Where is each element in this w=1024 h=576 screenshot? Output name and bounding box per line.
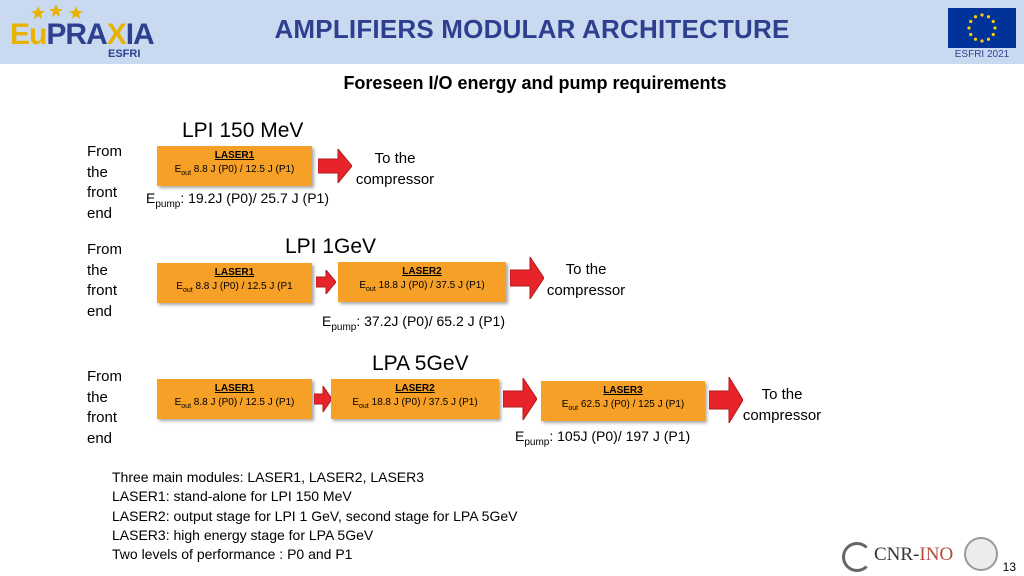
note-line: LASER2: output stage for LPI 1 GeV, seco…: [112, 507, 518, 524]
slide-subtitle: Foreseen I/O energy and pump requirement…: [343, 73, 727, 93]
laser2-box: LASER2 Eout 18.8 J (P0) / 37.5 J (P1): [331, 379, 499, 419]
from-line: the: [87, 163, 108, 181]
red-arrow-icon: [318, 149, 352, 183]
cnr-logo-icon: CNR-INO: [842, 536, 954, 576]
eu-flag-icon: [948, 8, 1016, 48]
eu-star: [980, 13, 984, 17]
eu-star: [969, 19, 973, 24]
header-bar: [0, 0, 1024, 64]
to-compressor-label: To the compressor: [355, 150, 435, 188]
eu-star: [980, 39, 984, 43]
laser1-box: LASER1 Eout 8.8 J (P0) / 12.5 J (P1): [157, 146, 312, 186]
esfri-label: ESFRI 2021: [954, 49, 1010, 60]
note-line: Three main modules: LASER1, LASER2, LASE…: [112, 469, 425, 485]
laser1-box: LASER1 Eout 8.8 J (P0) / 12.5 J (P1: [157, 263, 312, 303]
from-front-end-label: From the front end: [87, 368, 122, 447]
eu-star: [967, 26, 971, 30]
eu-star: [973, 15, 978, 19]
stars-logo-icon: [31, 4, 83, 19]
epump-label: Epump: 19.2J (P0)/ 25.7 J (P1): [146, 190, 329, 210]
eu-star: [973, 37, 978, 41]
red-arrow-icon: [709, 377, 743, 423]
section-title-lpi150: LPI 150 MeV: [182, 119, 304, 142]
to-compressor-label: To the compressor: [546, 261, 626, 299]
red-arrow-icon: [503, 378, 537, 420]
page-title: AMPLIFIERS MODULAR ARCHITECTURE: [274, 14, 790, 44]
laser1-box: LASER1 Eout 8.8 J (P0) / 12.5 J (P1): [157, 379, 312, 419]
section-title-lpa5gev: LPA 5GeV: [372, 352, 469, 375]
eu-star: [993, 26, 997, 30]
note-line: LASER1: stand-alone for LPI 150 MeV: [112, 488, 352, 505]
page-number: 13: [1002, 560, 1016, 574]
logo-subtitle: ESFRI: [108, 48, 141, 60]
eu-star: [986, 15, 991, 19]
note-line: Two levels of performance : P0 and P1: [112, 546, 353, 563]
laser-eout: Eout 8.8 J (P0) / 12.5 J (P1): [174, 164, 295, 177]
to-compressor-label: To the compressor: [742, 386, 822, 424]
laser-name: LASER1: [214, 150, 255, 161]
notes-list: Three main modules: LASER1, LASER2, LASE…: [112, 468, 517, 564]
from-front-end-label: From the front end: [87, 142, 147, 224]
eupraxia-logo: EuPRAXIA ESFRI: [10, 4, 160, 60]
laser3-box: LASER3 Eout 62.5 J (P0) / 125 J (P1): [541, 381, 705, 421]
note-line: LASER3: high energy stage for LPA 5GeV: [112, 526, 374, 543]
logo-wordmark: EuPRAXIA: [10, 18, 155, 51]
section-title-lpi1gev: LPI 1GeV: [285, 235, 377, 258]
red-arrow-icon: [510, 257, 544, 299]
eu-star: [969, 32, 973, 37]
red-arrow-icon: [314, 386, 332, 412]
university-seal-icon: [964, 537, 998, 571]
eu-star: [991, 19, 995, 24]
laser2-box: LASER2 Eout 18.8 J (P0) / 37.5 J (P1): [338, 262, 506, 302]
from-line: end: [87, 204, 113, 222]
from-line: From: [87, 143, 122, 160]
red-arrow-icon: [316, 270, 336, 294]
eu-star: [991, 32, 995, 37]
from-line: front: [87, 184, 118, 201]
epump-label: Epump: 37.2J (P0)/ 65.2 J (P1): [322, 313, 505, 333]
eu-star: [986, 37, 991, 41]
epump-label: Epump: 105J (P0)/ 197 J (P1): [515, 428, 691, 448]
from-front-end-label: From the front end: [87, 241, 122, 320]
